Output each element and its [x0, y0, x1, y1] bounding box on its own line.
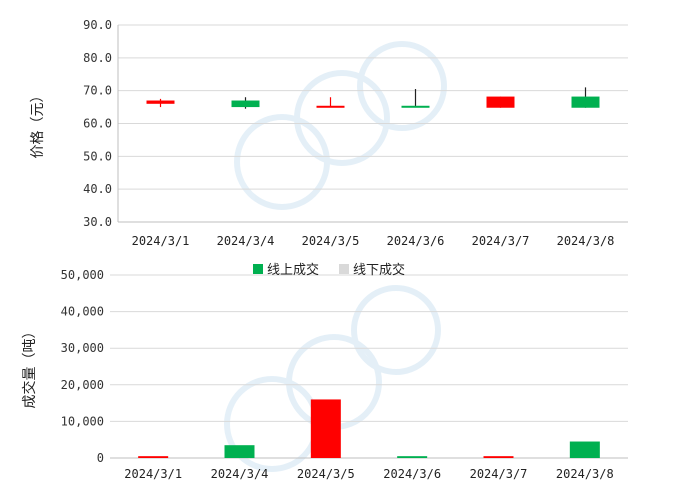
y-tick-label: 10,000	[61, 414, 104, 428]
x-tick-label: 2024/3/5	[297, 467, 355, 481]
legend-swatch	[339, 264, 349, 274]
y-tick-label: 70.0	[83, 84, 112, 98]
y-tick-label: 90.0	[83, 18, 112, 32]
legend-label: 线上成交	[267, 262, 319, 278]
volume-bar	[569, 441, 600, 458]
y-tick-label: 30,000	[61, 341, 104, 355]
volume-bar	[310, 399, 341, 458]
volume-bar	[138, 456, 169, 458]
y-tick-label: 40.0	[83, 182, 112, 196]
volume-bar	[483, 456, 514, 458]
candle-body	[401, 105, 430, 108]
y-tick-label: 40,000	[61, 305, 104, 319]
y-tick-label: 50.0	[83, 149, 112, 163]
y-axis-title: 价格（元）	[30, 89, 46, 159]
legend-label: 线下成交	[353, 262, 405, 278]
volume-bar	[397, 456, 428, 458]
x-tick-label: 2024/3/4	[211, 467, 269, 481]
y-tick-label: 60.0	[83, 117, 112, 131]
y-tick-label: 0	[97, 451, 104, 465]
y-tick-label: 30.0	[83, 215, 112, 229]
price-candlestick-chart: 30.0 40.0 50.0 60.0 70.0 80.0 90.0 价格（元） 2024/3/…	[30, 18, 628, 248]
x-tick-label: 2024/3/6	[387, 234, 445, 248]
y-tick-label: 50,000	[61, 268, 104, 282]
x-tick-label: 2024/3/5	[302, 234, 360, 248]
x-tick-label: 2024/3/6	[383, 467, 441, 481]
x-tick-label: 2024/3/8	[556, 467, 614, 481]
x-tick-label: 2024/3/4	[217, 234, 275, 248]
candle-body	[486, 96, 515, 108]
y-tick-label: 20,000	[61, 378, 104, 392]
candle-body	[231, 100, 260, 108]
volume-bar-chart: 0 10,000 20,000 30,000 40,000 50,000 成交量（吨） 线上成…	[21, 262, 628, 481]
y-axis-title: 成交量（吨）	[21, 325, 38, 409]
x-tick-label: 2024/3/7	[472, 234, 530, 248]
candle-body	[146, 100, 175, 104]
volume-bar	[224, 445, 255, 458]
x-tick-label: 2024/3/8	[557, 234, 615, 248]
candle-body	[316, 105, 345, 108]
y-tick-label: 80.0	[83, 51, 112, 65]
candle-body	[571, 96, 600, 108]
legend-swatch	[253, 264, 263, 274]
x-tick-label: 2024/3/1	[124, 467, 182, 481]
x-tick-label: 2024/3/1	[132, 234, 190, 248]
x-tick-label: 2024/3/7	[470, 467, 528, 481]
